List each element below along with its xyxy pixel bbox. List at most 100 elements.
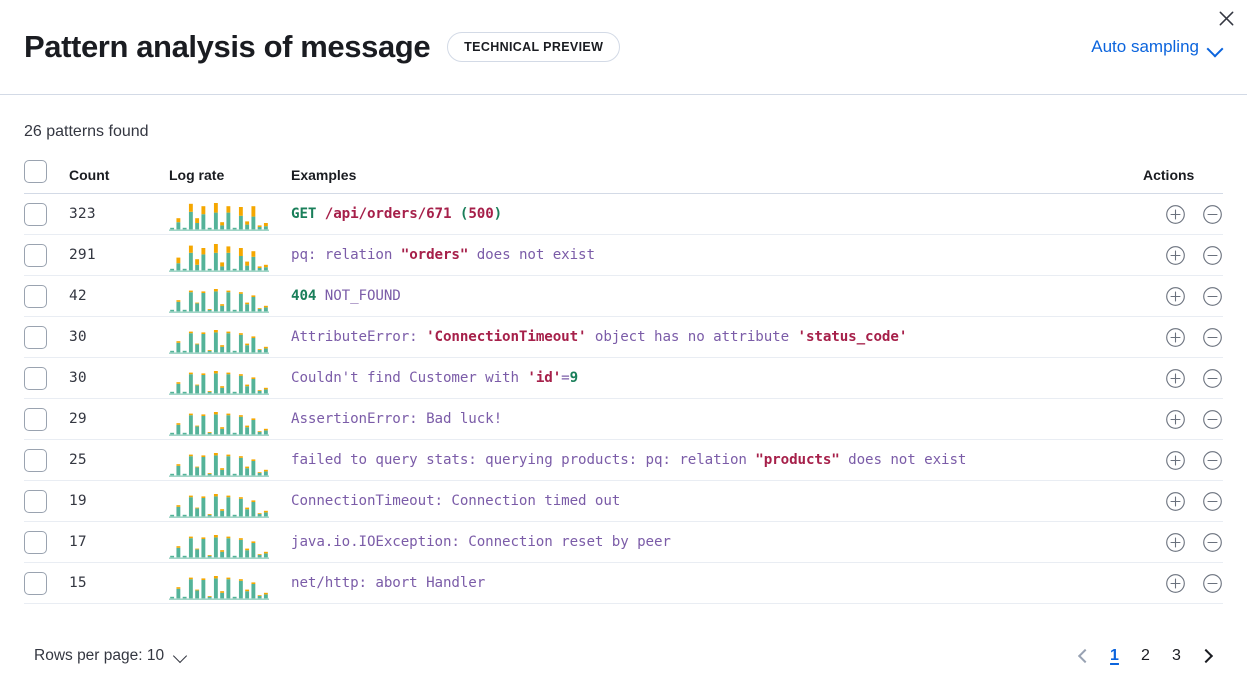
remove-filter-button[interactable] — [1202, 450, 1223, 471]
row-log-rate — [169, 521, 291, 563]
example-token: 9 — [569, 370, 579, 386]
select-all-checkbox[interactable] — [24, 160, 47, 183]
row-actions — [1143, 439, 1223, 481]
row-checkbox[interactable] — [24, 571, 47, 595]
pagination-page-3[interactable]: 3 — [1161, 641, 1192, 672]
remove-filter-icon — [1203, 532, 1222, 552]
close-button[interactable] — [1211, 3, 1241, 33]
remove-filter-icon — [1203, 573, 1222, 593]
flyout-header: Pattern analysis of message TECHNICAL PR… — [0, 0, 1247, 95]
row-select-cell — [24, 357, 69, 399]
remove-filter-button[interactable] — [1202, 327, 1223, 348]
add-filter-button[interactable] — [1165, 491, 1186, 512]
log-rate-sparkline — [169, 412, 269, 436]
add-filter-button[interactable] — [1165, 286, 1186, 307]
pagination-prev[interactable] — [1068, 641, 1099, 672]
row-log-rate — [169, 316, 291, 358]
row-example-cell: AttributeError: 'ConnectionTimeout' obje… — [291, 316, 1143, 358]
add-filter-button[interactable] — [1165, 245, 1186, 266]
row-actions — [1143, 562, 1223, 604]
row-actions — [1143, 316, 1223, 358]
row-example: AssertionError: Bad luck! — [291, 411, 502, 427]
row-select-cell — [24, 562, 69, 604]
row-count: 17 — [69, 521, 169, 563]
row-checkbox[interactable] — [24, 325, 47, 349]
auto-sampling-button[interactable]: Auto sampling — [1091, 37, 1223, 57]
remove-filter-button[interactable] — [1202, 245, 1223, 266]
remove-filter-button[interactable] — [1202, 368, 1223, 389]
row-checkbox[interactable] — [24, 243, 47, 267]
row-checkbox[interactable] — [24, 284, 47, 308]
column-header-log-rate: Log rate — [169, 160, 291, 194]
row-count: 19 — [69, 480, 169, 522]
row-checkbox[interactable] — [24, 202, 47, 226]
column-header-examples: Examples — [291, 160, 1143, 194]
patterns-table-head: Count Log rate Examples Actions — [24, 160, 1223, 194]
add-filter-button[interactable] — [1165, 368, 1186, 389]
example-token: 404 — [291, 288, 317, 304]
remove-filter-button[interactable] — [1202, 573, 1223, 594]
row-example: GET /api/orders/671 (500) — [291, 206, 502, 222]
pagination-page-1[interactable]: 1 — [1099, 641, 1130, 672]
add-filter-button[interactable] — [1165, 327, 1186, 348]
row-log-rate — [169, 275, 291, 317]
remove-filter-icon — [1203, 327, 1222, 347]
status-badge: TECHNICAL PREVIEW — [447, 32, 621, 62]
remove-filter-button[interactable] — [1202, 409, 1223, 430]
log-rate-sparkline — [169, 535, 269, 559]
row-checkbox[interactable] — [24, 366, 47, 390]
row-actions — [1143, 275, 1223, 317]
remove-filter-button[interactable] — [1202, 532, 1223, 553]
row-count: 291 — [69, 234, 169, 276]
remove-filter-button[interactable] — [1202, 286, 1223, 307]
row-checkbox[interactable] — [24, 530, 47, 554]
rows-per-page-button[interactable]: Rows per page: 10 — [24, 647, 187, 665]
add-filter-icon — [1166, 491, 1185, 511]
remove-filter-button[interactable] — [1202, 204, 1223, 225]
example-token: "orders" — [400, 247, 469, 263]
log-rate-sparkline — [169, 576, 269, 600]
example-token: does not exist — [468, 247, 595, 263]
row-log-rate — [169, 193, 291, 235]
add-filter-button[interactable] — [1165, 532, 1186, 553]
add-filter-button[interactable] — [1165, 573, 1186, 594]
example-token: net/http: abort Handler — [291, 575, 486, 591]
page-title: Pattern analysis of message — [24, 28, 431, 64]
example-token: does not exist — [839, 452, 967, 468]
add-filter-button[interactable] — [1165, 409, 1186, 430]
table-row[interactable]: 291 pq: relation "orders" does not exist — [24, 234, 1223, 276]
add-filter-button[interactable] — [1165, 450, 1186, 471]
log-rate-sparkline — [169, 244, 269, 272]
row-actions — [1143, 193, 1223, 235]
add-filter-button[interactable] — [1165, 204, 1186, 225]
row-log-rate — [169, 357, 291, 399]
row-example: net/http: abort Handler — [291, 575, 485, 591]
row-checkbox[interactable] — [24, 407, 47, 431]
pagination-next[interactable] — [1192, 641, 1223, 672]
example-token: pq: relation — [291, 247, 401, 263]
example-token: "products" — [755, 452, 840, 468]
table-row[interactable]: 19 ConnectionTimeout: Connection timed ou… — [24, 480, 1223, 522]
auto-sampling-label: Auto sampling — [1091, 37, 1199, 56]
row-checkbox[interactable] — [24, 489, 47, 513]
example-token: Couldn't find Customer with — [291, 370, 528, 386]
example-token: /api/orders/671 — [324, 206, 452, 222]
pagination-page-2[interactable]: 2 — [1130, 641, 1161, 672]
add-filter-icon — [1166, 286, 1185, 306]
row-checkbox[interactable] — [24, 448, 47, 472]
close-icon — [1219, 11, 1233, 25]
remove-filter-button[interactable] — [1202, 491, 1223, 512]
remove-filter-icon — [1203, 368, 1222, 388]
row-actions — [1143, 234, 1223, 276]
example-token: ConnectionTimeout: Connection timed out — [291, 493, 621, 509]
